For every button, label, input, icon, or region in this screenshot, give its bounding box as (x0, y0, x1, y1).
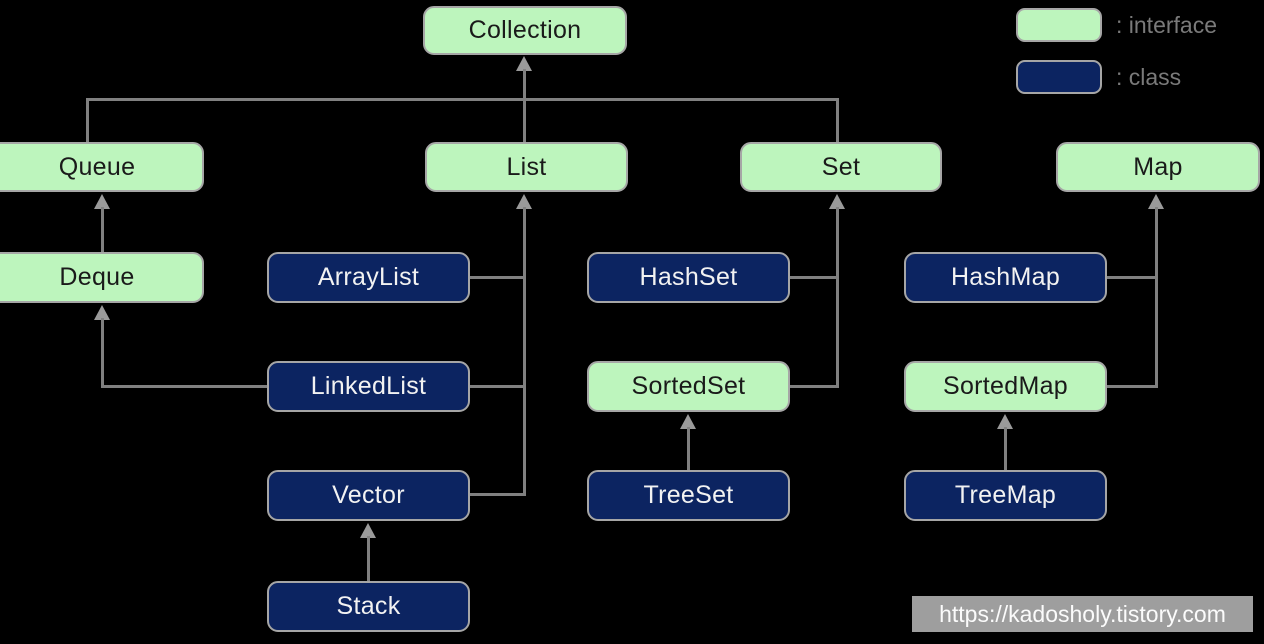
edge-drop-list (523, 98, 526, 144)
edge-set-trunk (836, 207, 839, 388)
edge-hashset-stub (790, 276, 839, 279)
arrowhead-queue-icon (94, 194, 110, 209)
edge-arraylist-stub (470, 276, 523, 279)
edge-sortedset-elbow (790, 385, 839, 388)
edge-treeset-sortedset (687, 427, 690, 470)
edge-map-trunk (1155, 207, 1158, 388)
legend-class-swatch (1016, 60, 1102, 94)
arrowhead-sortedmap-icon (997, 414, 1013, 429)
edge-sortedmap-elbow (1107, 385, 1158, 388)
edge-drop-set (836, 98, 839, 144)
legend-class-label: : class (1116, 63, 1182, 90)
edge-bus-horizontal (86, 98, 839, 101)
node-arraylist: ArrayList (267, 252, 470, 303)
arrowhead-deque-icon (94, 305, 110, 320)
edge-vector-elbow (470, 493, 526, 496)
arrowhead-set-icon (829, 194, 845, 209)
node-treemap: TreeMap (904, 470, 1107, 521)
edge-treemap-sortedmap (1004, 427, 1007, 470)
edge-list-trunk (523, 207, 526, 496)
legend-interface-swatch (1016, 8, 1102, 42)
edge-hashmap-stub (1107, 276, 1158, 279)
node-vector: Vector (267, 470, 470, 521)
arrowhead-vector-icon (360, 523, 376, 538)
node-hashset: HashSet (587, 252, 790, 303)
arrowhead-list-icon (516, 194, 532, 209)
node-collection: Collection (423, 6, 627, 55)
arrowhead-map-icon (1148, 194, 1164, 209)
node-deque: Deque (0, 252, 204, 303)
edge-stack-vector (367, 536, 370, 581)
node-queue: Queue (0, 142, 204, 192)
legend-interface-label: : interface (1116, 11, 1217, 38)
edge-linkedlist-stub (470, 385, 523, 388)
edge-drop-queue (86, 98, 89, 144)
edge-linkedlist-deque-v (101, 318, 104, 388)
node-treeset: TreeSet (587, 470, 790, 521)
node-set: Set (740, 142, 942, 192)
edge-deque-queue (101, 207, 104, 252)
node-hashmap: HashMap (904, 252, 1107, 303)
arrowhead-collection-icon (516, 56, 532, 71)
node-stack: Stack (267, 581, 470, 632)
node-sortedset: SortedSet (587, 361, 790, 412)
edge-collection-shaft (523, 69, 526, 101)
node-linkedlist: LinkedList (267, 361, 470, 412)
node-sortedmap: SortedMap (904, 361, 1107, 412)
edge-linkedlist-deque-h (101, 385, 267, 388)
arrowhead-sortedset-icon (680, 414, 696, 429)
node-map: Map (1056, 142, 1260, 192)
node-list: List (425, 142, 628, 192)
watermark-url: https://kadosholy.tistory.com (912, 596, 1253, 632)
